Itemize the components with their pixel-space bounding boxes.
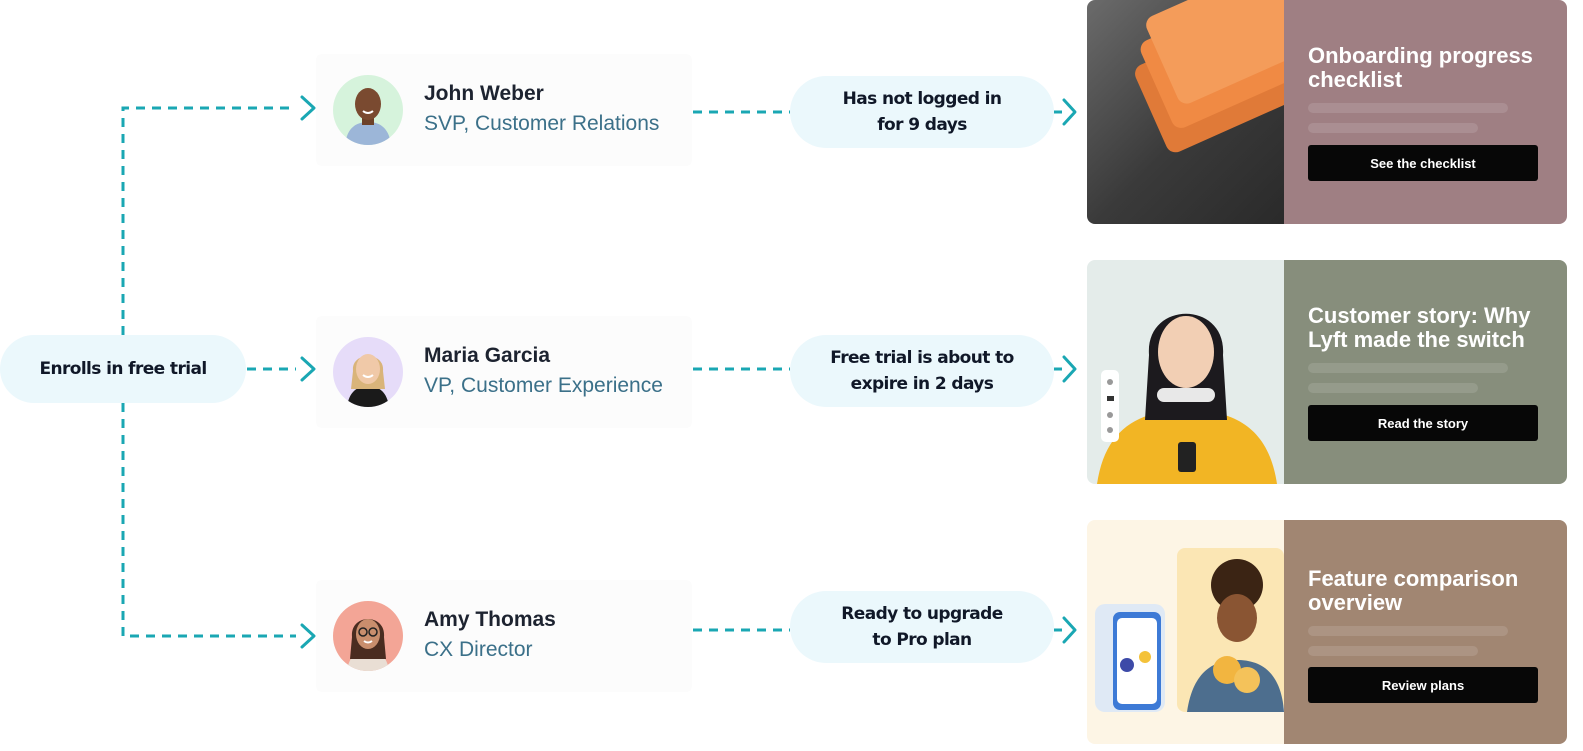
avatar (333, 337, 403, 407)
read-story-button[interactable]: Read the story (1308, 405, 1538, 441)
content-card-onboarding[interactable]: Onboarding progress checklist See the ch… (1087, 0, 1567, 224)
connector-to-john (121, 106, 296, 335)
card-panel: Feature comparison overview Review plans (1284, 520, 1567, 744)
placeholder-line (1308, 383, 1478, 393)
person-avatar-icon (347, 619, 389, 671)
placeholder-line (1308, 626, 1508, 636)
card-title: Customer story: Why Lyft made the switch (1308, 303, 1531, 352)
condition-line: for 9 days (877, 115, 967, 135)
trigger-pill[interactable]: Enrolls in free trial (0, 335, 246, 403)
connector-to-amy (121, 403, 296, 638)
contact-name: Maria Garcia (424, 344, 551, 367)
card-panel: Onboarding progress checklist See the ch… (1284, 0, 1567, 224)
arrow-head-icon (1062, 355, 1077, 383)
condition-line: Has not logged in (842, 89, 1002, 109)
arrow-head-icon (300, 356, 316, 382)
avatar (333, 601, 403, 671)
condition-line: Ready to upgrade (841, 604, 1003, 624)
avatar (333, 75, 403, 145)
contact-card-maria[interactable]: Maria Garcia VP, Customer Experience (316, 316, 692, 428)
arrow-head-icon (300, 95, 316, 121)
condition-line: Free trial is about to (830, 348, 1014, 368)
card-image (1087, 520, 1284, 744)
card-title: Onboarding progress checklist (1308, 43, 1533, 92)
condition-pill[interactable]: Free trial is about to expire in 2 days (790, 335, 1054, 407)
content-card-feature-comparison[interactable]: Feature comparison overview Review plans (1087, 520, 1567, 744)
review-plans-button[interactable]: Review plans (1308, 667, 1538, 703)
condition-pill[interactable]: Ready to upgrade to Pro plan (790, 591, 1054, 663)
contact-card-john[interactable]: John Weber SVP, Customer Relations (316, 54, 692, 166)
person-avatar-icon (345, 88, 391, 145)
condition-pill[interactable]: Has not logged in for 9 days (790, 76, 1054, 148)
trigger-label: Enrolls in free trial (39, 359, 207, 379)
see-checklist-button[interactable]: See the checklist (1308, 145, 1538, 181)
content-card-customer-story[interactable]: Customer story: Why Lyft made the switch… (1087, 260, 1567, 484)
card-image (1087, 0, 1316, 224)
arrow-head-icon (1062, 616, 1077, 644)
woman-with-phone-image (1097, 313, 1277, 484)
card-image (1087, 260, 1284, 484)
condition-line: expire in 2 days (850, 374, 994, 394)
contact-title: SVP, Customer Relations (424, 112, 660, 135)
credit-cards-image (1135, 0, 1316, 153)
placeholder-line (1308, 646, 1478, 656)
placeholder-line (1308, 103, 1508, 113)
contact-name: Amy Thomas (424, 608, 556, 631)
condition-line: to Pro plan (872, 630, 972, 650)
contact-title: CX Director (424, 638, 533, 661)
card-title: Feature comparison overview (1308, 566, 1519, 615)
arrow-head-icon (1062, 98, 1077, 126)
person-avatar-icon (347, 354, 389, 407)
contact-title: VP, Customer Experience (424, 374, 663, 397)
arrow-head-icon (300, 623, 316, 649)
contact-card-amy[interactable]: Amy Thomas CX Director (316, 580, 692, 692)
placeholder-line (1308, 123, 1478, 133)
contact-name: John Weber (424, 82, 544, 105)
placeholder-line (1308, 363, 1508, 373)
card-panel: Customer story: Why Lyft made the switch… (1284, 260, 1567, 484)
plans-image (1095, 548, 1284, 712)
